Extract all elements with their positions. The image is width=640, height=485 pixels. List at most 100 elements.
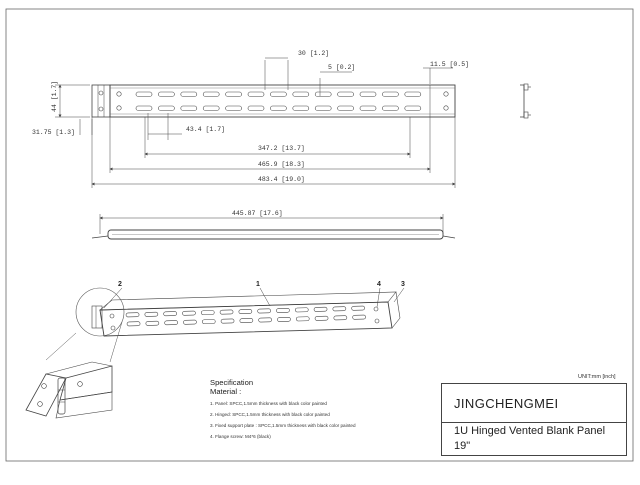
vent-slot: [220, 318, 235, 324]
dim-overall-width: 483.4 [19.0]: [91, 117, 456, 188]
vent-slot: [404, 105, 422, 111]
iso-hole-right-top: [373, 306, 379, 312]
hinge-detail-hole-right: [77, 381, 83, 387]
spec-item: 3. Fixed support plate : SPCC,1.5mm thic…: [210, 423, 356, 428]
vent-slot: [126, 321, 141, 327]
hinge-detail-hole-top: [41, 383, 47, 389]
callout-2: 2: [118, 281, 122, 288]
vent-slot: [135, 105, 153, 111]
hinge-detail-hole-bottom: [37, 401, 43, 407]
panel-hole-tr: [443, 91, 449, 97]
spec-item: 1. Panel: SPCC,1.5mm thickness with blac…: [210, 401, 327, 406]
dim-edge-offset: 11.5 [0.5]: [423, 61, 469, 84]
vent-slot: [145, 320, 160, 326]
unit-label: UNIT:mm [inch]: [578, 374, 616, 380]
product-name: 1U Hinged Vented Blank Panel: [454, 425, 606, 437]
dim-bottom-span-label: 445.87 [17.6]: [232, 210, 283, 217]
top-view: 445.87 [17.6]: [91, 210, 456, 240]
spec-item: 2. Hinged: SPCC,1.5mm thickness with bla…: [210, 412, 330, 417]
front-panel-body: [109, 84, 456, 118]
hinge-hole-top: [98, 90, 104, 96]
vent-slot: [225, 105, 242, 111]
vent-slot: [292, 105, 310, 111]
dim-top-span-label: 30 [1.2]: [298, 50, 329, 57]
iso-vent-slots-bottom: [126, 314, 366, 327]
hinge-detail-leaf-right: [59, 365, 113, 401]
vent-slot: [164, 320, 178, 326]
vent-slot: [277, 316, 291, 322]
dim-panel-width: 465.9 [18.3]: [109, 117, 431, 173]
company-name: JINGCHENGMEI: [442, 384, 626, 423]
dim-slot-pitch-label: 43.4 [1.7]: [186, 126, 225, 133]
vent-slot: [382, 91, 399, 97]
dim-slot-pitch: 43.4 [1.7]: [147, 113, 225, 140]
vent-slot: [183, 319, 197, 325]
dim-vent-span-label: 347.2 [13.7]: [258, 145, 305, 152]
iso-hole-right-bottom: [374, 318, 380, 324]
vent-slot: [144, 311, 159, 317]
isometric-view: 2 1 4 3: [45, 281, 405, 363]
panel-hole-tl: [116, 91, 122, 97]
vent-slot: [404, 91, 422, 97]
vent-slot: [359, 105, 377, 111]
vent-slot: [201, 319, 216, 325]
dim-flange-offset: 31.75 [1.3]: [32, 119, 93, 136]
vent-slot: [225, 91, 242, 97]
vent-slot: [295, 316, 310, 322]
dim-panel-height: 44 [1.7]: [51, 81, 90, 118]
vent-slot: [202, 91, 220, 97]
vent-slot: [200, 310, 215, 316]
vent-slot: [158, 91, 175, 97]
vent-slot: [314, 315, 329, 321]
hinge-detail-barrel: [57, 377, 66, 415]
vent-slot: [337, 91, 354, 97]
vent-slot: [180, 105, 198, 111]
vent-slot: [219, 309, 234, 315]
vent-slot: [180, 91, 198, 97]
panel-hole-br: [443, 105, 449, 111]
iso-hole-left-bottom: [110, 325, 116, 331]
title-block: JINGCHENGMEI 1U Hinged Vented Blank Pane…: [441, 383, 627, 456]
callout-4: 4: [377, 281, 381, 288]
vent-slot: [332, 306, 347, 312]
vent-slot: [359, 91, 377, 97]
callout-3: 3: [401, 281, 405, 288]
vent-slot: [270, 105, 287, 111]
dim-overall-width-label: 483.4 [19.0]: [258, 176, 305, 183]
callout-1: 1: [256, 281, 260, 288]
dim-flange-offset-label: 31.75 [1.3]: [32, 129, 75, 136]
vent-slot: [314, 91, 332, 97]
product-size: 19": [454, 440, 471, 452]
vent-slot: [351, 305, 365, 311]
iso-vent-slots-top: [125, 305, 365, 318]
vent-slot: [257, 308, 271, 314]
hinge-detail-view: [25, 361, 113, 419]
dim-edge-offset-label: 11.5 [0.5]: [430, 61, 469, 68]
dim-panel-width-label: 465.9 [18.3]: [258, 161, 305, 168]
vent-slot: [292, 91, 310, 97]
vent-slot: [258, 317, 272, 323]
dim-vent-span: 347.2 [13.7]: [144, 117, 411, 158]
front-vent-slots-top: [135, 91, 422, 97]
side-view: [520, 83, 531, 119]
vent-slot: [125, 312, 140, 318]
detail-circle: [75, 287, 125, 337]
dim-slot-height-label: 5 [0.2]: [328, 64, 355, 71]
specification-block: Specification Material : 1. Panel: SPCC,…: [210, 378, 450, 442]
spec-title: Specification: [210, 378, 254, 387]
spec-list: 1. Panel: SPCC,1.5mm thickness with blac…: [210, 398, 450, 442]
vent-slot: [294, 307, 309, 313]
top-view-panel: [107, 229, 444, 240]
vent-slot: [158, 105, 175, 111]
vent-slot: [333, 315, 348, 321]
panel-hole-bl: [116, 105, 122, 111]
dim-panel-height-label: 44 [1.7]: [51, 81, 58, 112]
front-hinge: [91, 84, 111, 118]
front-view: [91, 84, 456, 118]
vent-slot: [135, 91, 153, 97]
vent-slot: [382, 105, 399, 111]
hinge-hole-bottom: [98, 106, 104, 112]
dim-slot-height: 5 [0.2]: [319, 64, 355, 96]
